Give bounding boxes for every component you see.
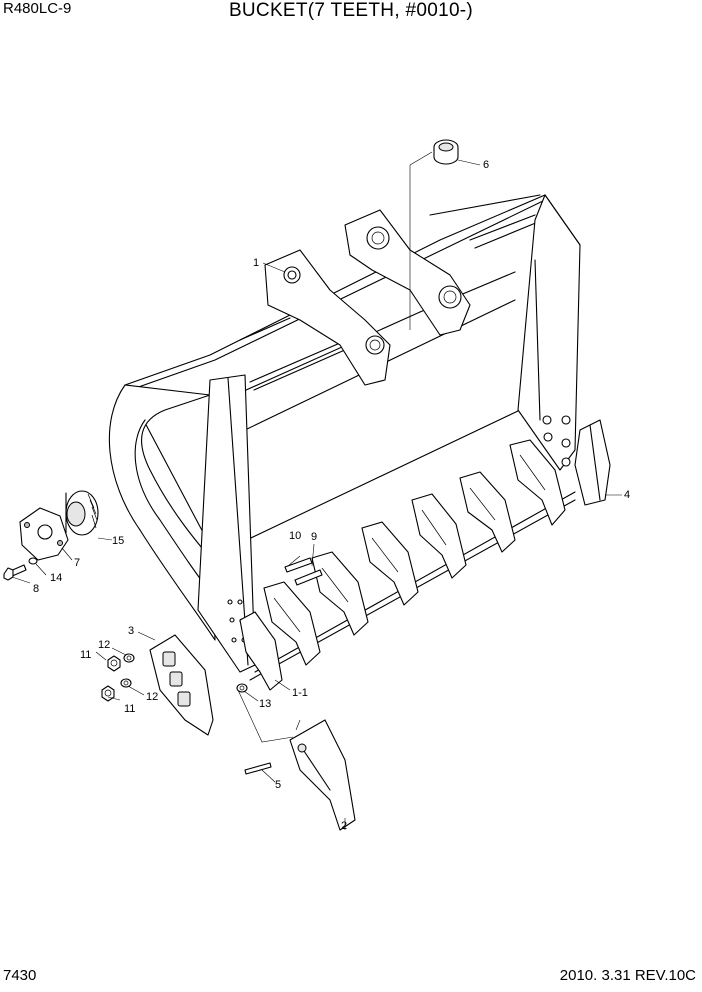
callout-5: 5 — [275, 779, 281, 791]
callout-3: 3 — [128, 625, 134, 637]
callout-4: 4 — [624, 489, 630, 501]
callout-12-upper: 12 — [98, 639, 110, 651]
callout-8: 8 — [33, 583, 39, 595]
callout-15: 15 — [112, 535, 124, 547]
page-number: 7430 — [3, 967, 37, 984]
bucket-bracket — [264, 209, 471, 386]
callout-14: 14 — [50, 572, 62, 584]
callout-9: 9 — [311, 531, 317, 543]
callout-2: 2 — [341, 820, 347, 832]
hardware-nuts-washers — [101, 653, 248, 702]
callout-10: 10 — [289, 530, 301, 542]
tooth-pins — [284, 543, 323, 586]
callout-11-upper: 11 — [80, 649, 91, 661]
side-cutter — [574, 419, 611, 506]
bolt-and-washer — [3, 557, 38, 581]
bushing — [409, 139, 459, 330]
callout-1: 1 — [253, 257, 259, 269]
callout-labels: 1 6 4 15 7 14 8 10 9 3 12 11 12 11 13 1-… — [33, 159, 630, 832]
revision-date: 2010. 3.31 REV.10C — [559, 967, 696, 984]
teeth-row — [239, 439, 566, 691]
callout-11-lower: 11 — [124, 703, 135, 715]
leader-lines — [11, 159, 622, 830]
page-title: BUCKET(7 TEETH, #0010-) — [228, 0, 474, 21]
callout-6: 6 — [483, 159, 489, 171]
callout-12-lower: 12 — [146, 691, 158, 703]
detached-tooth — [237, 689, 356, 831]
model-label: R480LC-9 — [3, 0, 72, 17]
side-adapter-plate — [149, 634, 214, 736]
callout-7: 7 — [74, 557, 80, 569]
side-boss — [19, 490, 99, 561]
callout-13: 13 — [259, 698, 271, 710]
callout-1-1: 1-1 — [292, 687, 308, 699]
